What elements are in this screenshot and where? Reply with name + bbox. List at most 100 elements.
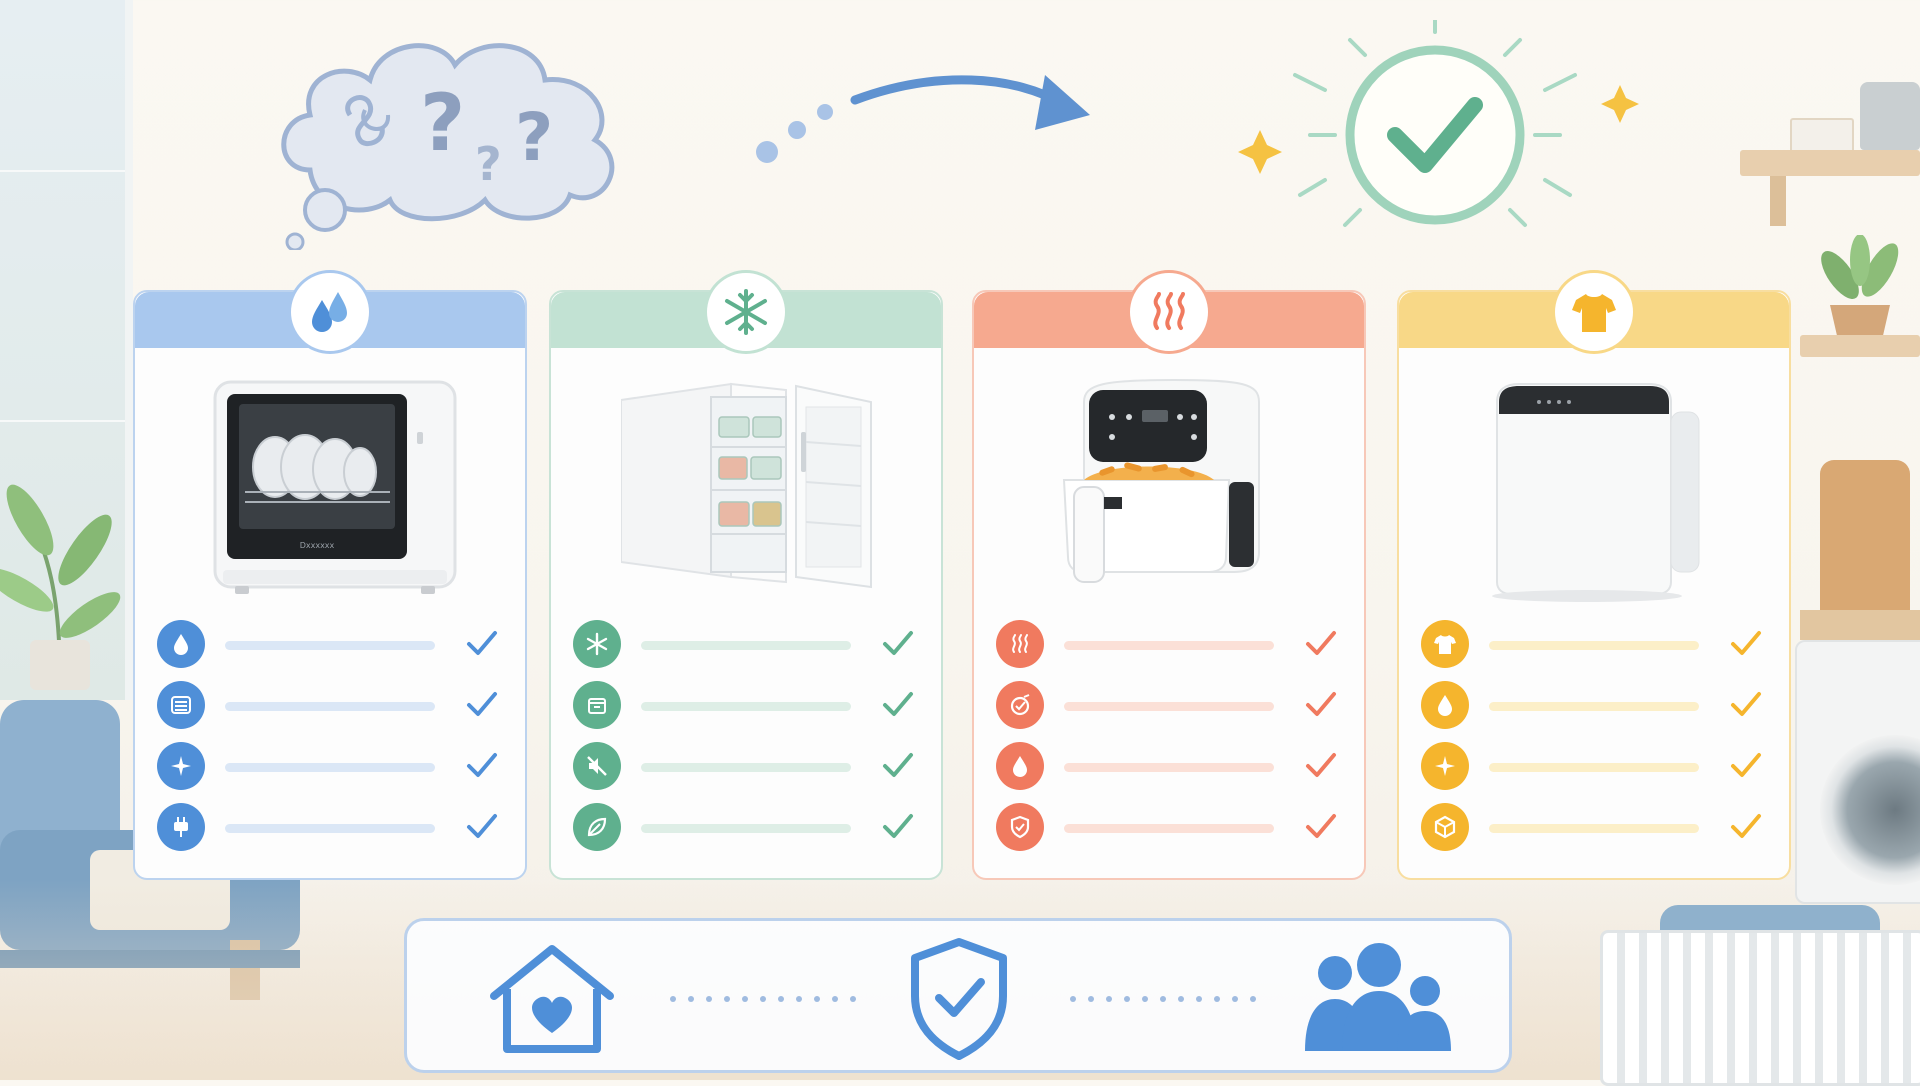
check-icon [1306, 631, 1336, 655]
water-drop-icon [1421, 681, 1469, 729]
dishwasher-image: Dxxxxxx [213, 380, 457, 594]
mini-freezer-image [621, 382, 872, 589]
oil-drop-icon [996, 742, 1044, 790]
feature-row [157, 620, 507, 670]
background-box [1790, 118, 1854, 154]
background-shelf [1740, 150, 1920, 176]
feature-placeholder-bar [641, 641, 851, 650]
snowflake-icon [573, 620, 621, 668]
feature-row [996, 803, 1346, 853]
feature-row [1421, 620, 1771, 670]
feature-placeholder-bar [641, 702, 851, 711]
check-icon [1306, 692, 1336, 716]
background-jar [1860, 82, 1920, 150]
check-icon [1306, 814, 1336, 838]
feature-placeholder-bar [225, 824, 435, 833]
t-shirt-icon [1421, 620, 1469, 668]
check-circle-icon [1238, 20, 1639, 227]
background-cutting-board [1820, 460, 1910, 620]
feature-row [157, 803, 507, 853]
check-icon [1731, 692, 1761, 716]
feature-placeholder-bar [1489, 763, 1699, 772]
feature-row [1421, 681, 1771, 731]
heat-waves-icon [1153, 292, 1185, 330]
feature-placeholder-bar [1064, 763, 1274, 772]
check-icon [883, 631, 913, 655]
feature-placeholder-bar [1064, 824, 1274, 833]
dish-rack-icon [157, 681, 205, 729]
dotted-connector [670, 996, 856, 1002]
feature-row [573, 620, 923, 670]
feature-row [157, 742, 507, 792]
card-header-badge [1127, 270, 1211, 354]
feature-row [996, 681, 1346, 731]
feature-placeholder-bar [1489, 641, 1699, 650]
card-portable-washer[interactable] [1397, 270, 1791, 880]
check-icon [1731, 753, 1761, 777]
feature-row [1421, 742, 1771, 792]
feature-row [157, 681, 507, 731]
background-shelf-lower [1800, 335, 1920, 357]
feature-row [996, 742, 1346, 792]
svg-text:?: ? [515, 99, 553, 176]
water-drop-icon [157, 620, 205, 668]
water-drops-icon [312, 292, 347, 332]
feature-placeholder-bar [225, 763, 435, 772]
check-icon [467, 753, 497, 777]
svg-text:?: ? [475, 137, 502, 191]
background-plant [0, 484, 121, 690]
card-header-badge [704, 270, 788, 354]
check-icon [883, 814, 913, 838]
check-icon [467, 692, 497, 716]
check-icon [1306, 753, 1336, 777]
plug-icon [157, 803, 205, 851]
feature-row [573, 803, 923, 853]
thought-cloud: ? ? ? [281, 43, 615, 250]
t-shirt-icon [1572, 294, 1616, 332]
feature-placeholder-bar [1064, 702, 1274, 711]
card-header-badge [1552, 270, 1636, 354]
feature-placeholder-bar [225, 702, 435, 711]
feature-placeholder-bar [1489, 824, 1699, 833]
leaf-icon [573, 803, 621, 851]
feature-row [1421, 803, 1771, 853]
sparkle-icon [1421, 742, 1469, 790]
feature-row [573, 681, 923, 731]
check-icon [883, 753, 913, 777]
check-icon [883, 692, 913, 716]
family-icon [1305, 943, 1451, 1051]
bottom-benefits-bar [404, 918, 1512, 1073]
safety-shield-icon [996, 803, 1044, 851]
svg-text:?: ? [420, 79, 465, 169]
check-icon [467, 631, 497, 655]
check-icon [1731, 814, 1761, 838]
check-icon [1731, 631, 1761, 655]
air-fryer-image [1062, 378, 1260, 583]
storage-box-icon [573, 681, 621, 729]
cooking-pot-icon [996, 681, 1044, 729]
feature-row [573, 742, 923, 792]
card-air-fryer[interactable] [972, 270, 1366, 880]
background-potted-plant [1821, 235, 1899, 340]
question-marks-icon: ? ? ? [345, 79, 553, 191]
card-dishwasher[interactable]: Dxxxxxx [133, 270, 527, 880]
background-laundry-basket [1600, 930, 1920, 1086]
shield-check-icon [911, 938, 1007, 1060]
feature-placeholder-bar [641, 763, 851, 772]
feature-placeholder-bar [1064, 641, 1274, 650]
feature-placeholder-bar [225, 641, 435, 650]
card-mini-freezer[interactable] [549, 270, 943, 880]
background-counter [1800, 610, 1920, 640]
check-icon [467, 814, 497, 838]
curved-arrow-right-icon [756, 75, 1090, 163]
snowflake-icon [725, 289, 767, 335]
feature-placeholder-bar [1489, 702, 1699, 711]
sparkle-icon [157, 742, 205, 790]
portable-washer-image [1492, 383, 1700, 602]
home-heart-icon [490, 945, 614, 1053]
dishwasher-brand-label: Dxxxxxx [300, 541, 335, 550]
compact-box-icon [1421, 803, 1469, 851]
heat-waves-icon [996, 620, 1044, 668]
feature-placeholder-bar [641, 824, 851, 833]
dotted-connector [1070, 996, 1256, 1002]
